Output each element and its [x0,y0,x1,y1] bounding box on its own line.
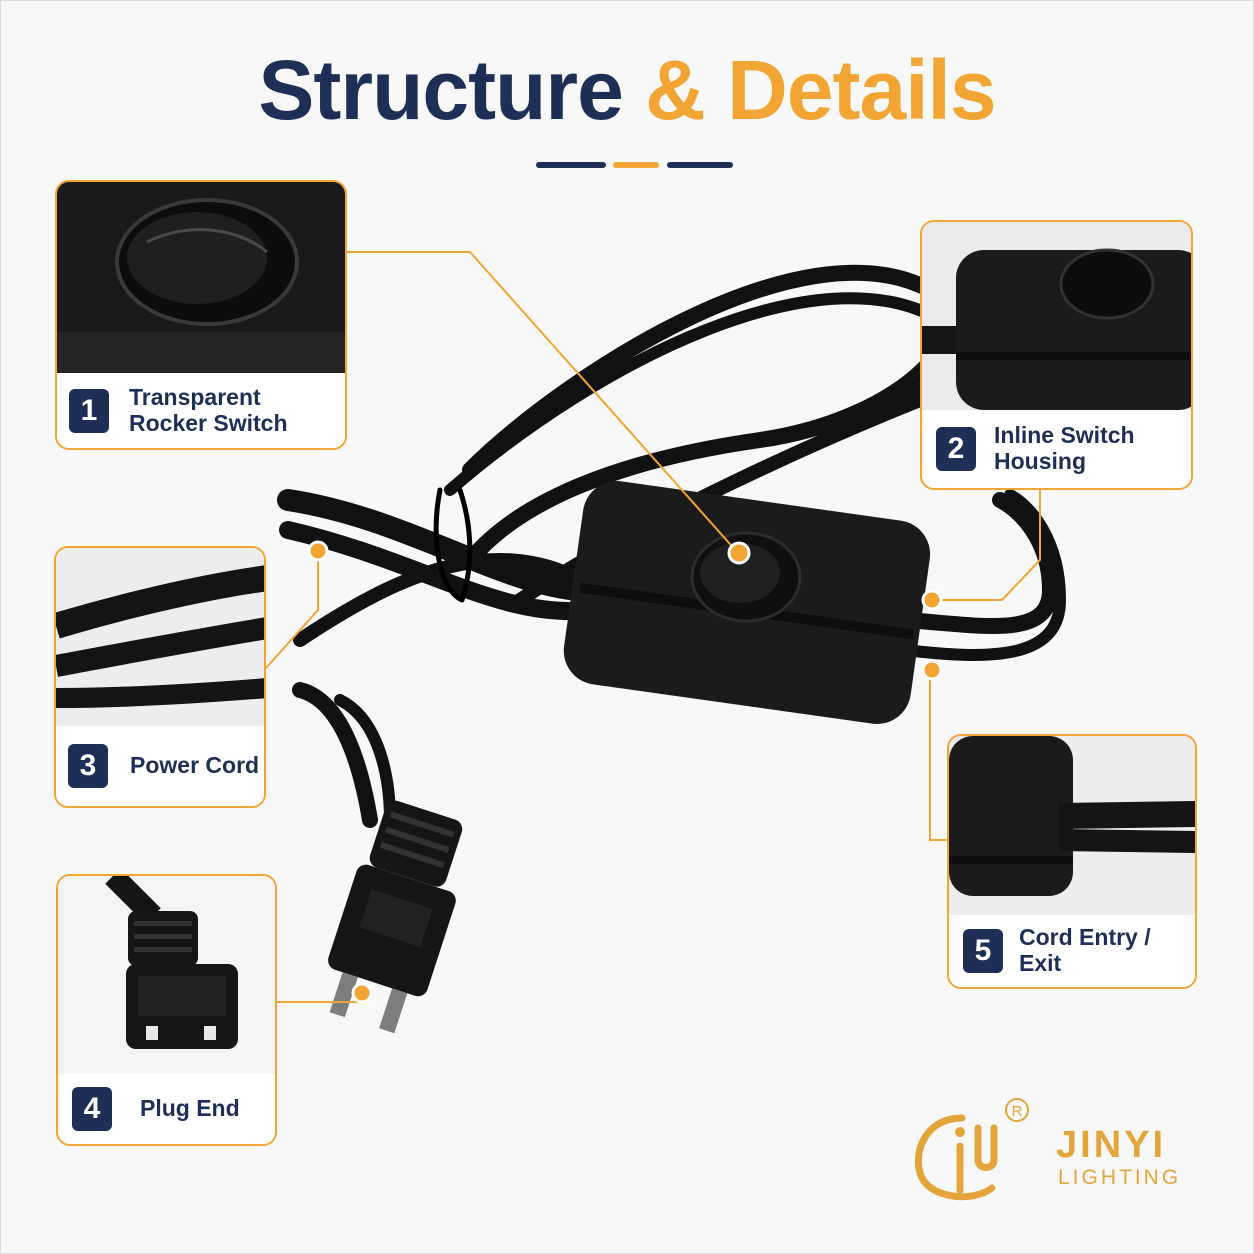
connector-line-2 [932,490,1041,601]
rocker-switch-closeup-icon [57,182,345,377]
title-divider-1 [536,162,606,168]
title-divider-2 [613,162,659,168]
cord-loop-6 [293,553,607,647]
cord-right-1 [897,492,1058,634]
marker-dot-2 [921,589,943,611]
title-divider-3 [667,162,733,168]
callout-card-3: 3 Power Cord [54,546,266,808]
cord-loop-7 [292,682,378,828]
jinyi-logo-icon [914,1114,998,1201]
callout-number-2: 2 [936,427,976,471]
callout-number-3: 3 [68,744,108,788]
callout-caption-5: 5 Cord Entry / Exit [949,915,1195,987]
cable-tie [433,487,473,603]
plug-closeup-icon [58,876,275,1076]
callout-caption-4: 4 Plug End [58,1074,275,1144]
plug [328,800,463,1034]
cord-right-2 [899,489,1066,661]
connector-line-3 [265,552,319,669]
connector-line-1 [346,251,739,554]
callout-label-1: Transparent Rocker Switch [129,383,288,436]
brand-subtitle: LIGHTING [1058,1166,1182,1189]
callout-number-1: 1 [69,388,109,433]
cord-loop-5 [513,393,927,607]
callout-card-1: 1 Transparent Rocker Switch [55,180,347,450]
callout-caption-2: 2 Inline Switch Housing [922,410,1191,488]
callout-card-5: 5 Cord Entry / Exit [947,734,1197,989]
callout-label-5: Cord Entry / Exit [1019,924,1151,976]
title-part-1: Structure [258,43,623,137]
callout-label-3: Power Cord [130,752,260,779]
callout-card-4: 4 Plug End [56,874,277,1146]
brand-name: JINYI [1056,1124,1167,1166]
power-cord-closeup-icon [56,548,264,730]
cord-entry-closeup-icon [949,736,1195,916]
callout-card-2: 2 Inline Switch Housing [920,220,1193,490]
callout-caption-3: 3 Power Cord [56,726,264,806]
cord-loop-2 [279,521,599,621]
marker-dot-3 [307,540,329,562]
connector-line-5 [929,670,948,841]
callout-caption-1: 1 Transparent Rocker Switch [57,373,345,448]
callout-number-5: 5 [963,929,1003,973]
callout-label-2: Inline Switch Housing [994,422,1135,474]
callout-number-4: 4 [72,1087,112,1131]
title-part-2: & Details [645,43,996,137]
callout-label-4: Plug End [140,1095,240,1122]
page-title: Structure & Details [0,48,1254,132]
switch-housing-closeup-icon [922,222,1191,412]
marker-dot-5 [921,659,943,681]
registered-mark: R [1005,1098,1029,1122]
marker-dot-1 [727,541,751,565]
marker-dot-4 [351,982,373,1004]
